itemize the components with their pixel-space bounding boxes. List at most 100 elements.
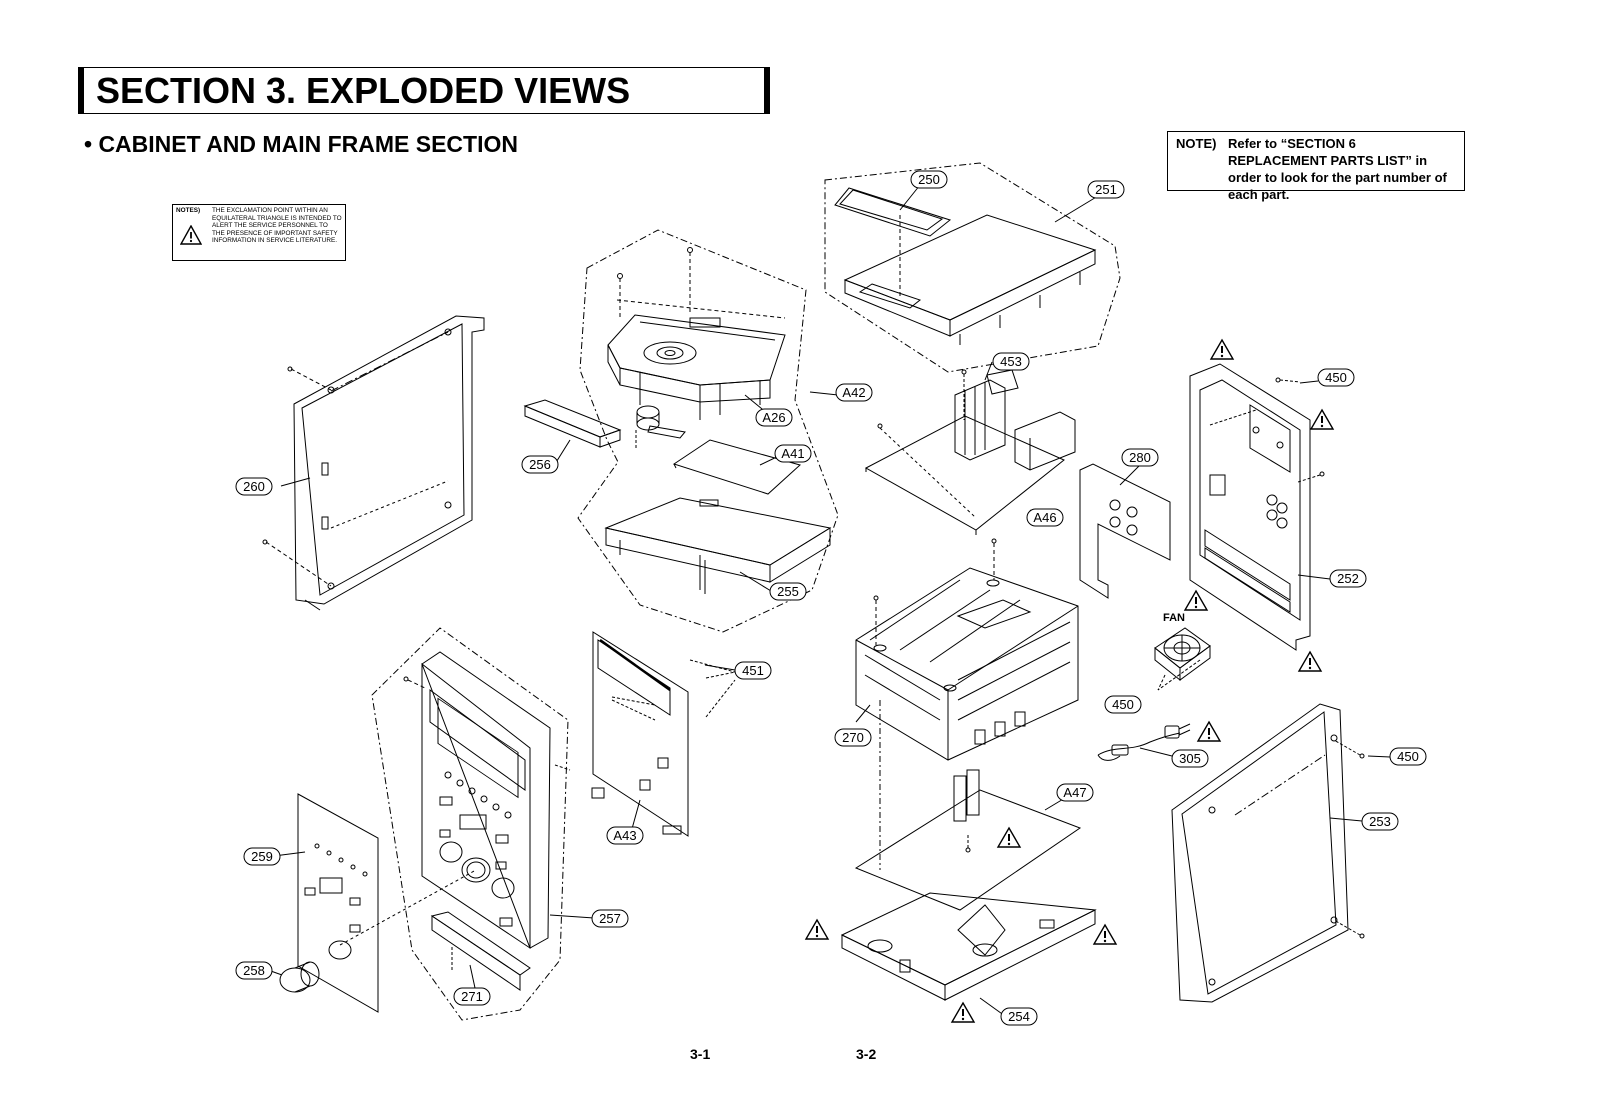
safety-warnings [805,339,1334,1023]
section-title: SECTION 3. EXPLODED VIEWS [78,67,770,114]
part-250-window [834,187,952,309]
svg-text:A43: A43 [613,828,636,843]
svg-text:A42: A42 [842,385,865,400]
svg-text:305: 305 [1179,751,1201,766]
callout-258: 258 [235,961,273,980]
svg-text:251: 251 [1095,182,1117,197]
svg-text:270: 270 [842,730,864,745]
a42-group-outline [577,229,839,633]
part-252-rear-panel [1189,363,1311,651]
part-254-bottom-chassis [840,892,1097,1001]
callout-a26: A26 [755,408,793,427]
part-260-side-panel [293,315,485,611]
callout-256: 256 [521,455,559,474]
callout-271: 271 [453,987,491,1006]
svg-text:A46: A46 [1033,510,1056,525]
warning-triangle-icon [1093,924,1117,945]
svg-text:453: 453 [1000,354,1022,369]
callout-257: 257 [591,909,629,928]
callout-453: 453 [992,352,1030,371]
warning-triangle-icon [951,1002,975,1023]
fan-label: FAN [1163,612,1185,624]
top-cover-group-outline [824,162,1121,373]
pcb-a41-part [672,439,802,495]
pcb-a47-part [854,769,1082,911]
safety-notes-box: NOTES) THE EXCLAMATION POINT WITHIN AN E… [172,204,346,261]
callout-450-top: 450 [1317,368,1355,387]
callout-251: 251 [1087,180,1125,199]
callout-451: 451 [734,661,772,680]
part-251-top-cover [843,214,1097,345]
svg-text:255: 255 [777,584,799,599]
part-256-bar [523,399,622,448]
warning-triangle-icon [997,827,1021,848]
part-255-tray [604,497,832,594]
svg-text:252: 252 [1337,571,1359,586]
svg-text:450: 450 [1112,697,1134,712]
callout-a41: A41 [774,444,812,463]
warning-triangle-icon [1184,590,1208,611]
svg-text:257: 257 [599,911,621,926]
warning-triangle-icon [1210,339,1234,360]
warning-triangle-icon [1298,651,1322,672]
note-text: Refer to “SECTION 6 REPLACEMENT PARTS LI… [1228,136,1447,202]
front-panel-group-outline [371,627,569,1021]
callout-255: 255 [769,582,807,601]
callout-252: 252 [1329,569,1367,588]
svg-text:250: 250 [918,172,940,187]
callout-a42: A42 [835,383,873,402]
callout-305: 305 [1171,749,1209,768]
part-253-side-panel [1171,703,1349,1003]
svg-text:A47: A47 [1063,785,1086,800]
page-number-left: 3-1 [690,1046,711,1062]
svg-text:260: 260 [243,479,265,494]
warning-triangle-icon [1310,409,1334,430]
callout-254: 254 [1000,1007,1038,1026]
callout-450-side: 450 [1389,747,1427,766]
spindle-motor-part [636,405,686,439]
svg-text:256: 256 [529,457,551,472]
callout-250: 250 [910,170,948,189]
svg-text:280: 280 [1129,450,1151,465]
callout-a47: A47 [1056,783,1094,802]
part-257-front-panel [421,651,551,949]
warning-triangle-icon [1197,721,1221,742]
pcb-a43-part [591,631,689,837]
cooling-fan-part [1154,627,1211,682]
callout-270: 270 [834,728,872,747]
warning-triangle-icon [180,225,202,245]
cd-mechanism-part [607,314,786,420]
svg-text:450: 450 [1397,749,1419,764]
svg-text:A41: A41 [781,446,804,461]
callout-253: 253 [1361,812,1399,831]
part-258-knob [279,961,320,993]
svg-text:259: 259 [251,849,273,864]
callout-a43: A43 [606,826,644,845]
svg-text:253: 253 [1369,814,1391,829]
note-box: NOTE) Refer to “SECTION 6 REPLACEMENT PA… [1167,131,1465,202]
note-key: NOTE) [1176,136,1217,151]
safety-notes-label: NOTES) [176,207,212,258]
svg-text:A26: A26 [762,410,785,425]
warning-triangle-icon [805,919,829,940]
callouts: 250 251 453 450 280 252 450 450 [235,170,1427,1026]
safety-notes-key: NOTES) [176,207,201,214]
leader-lines [267,184,1391,1017]
section-subtitle: • CABINET AND MAIN FRAME SECTION [84,131,518,157]
callout-280: 280 [1121,448,1159,467]
part-305-power-cord [1097,723,1191,761]
svg-text:271: 271 [461,989,483,1004]
part-280-bracket [1079,463,1171,599]
callout-259: 259 [243,847,281,866]
part-270-main-frame [855,567,1079,761]
callout-a46: A46 [1026,508,1064,527]
part-259-window-plate [297,793,379,1013]
part-271-trim [430,911,531,991]
svg-text:254: 254 [1008,1009,1030,1024]
svg-text:450: 450 [1325,370,1347,385]
svg-text:451: 451 [742,663,764,678]
pcb-a46-part [864,369,1076,535]
callout-260: 260 [235,477,273,496]
page-number-right: 3-2 [856,1046,877,1062]
